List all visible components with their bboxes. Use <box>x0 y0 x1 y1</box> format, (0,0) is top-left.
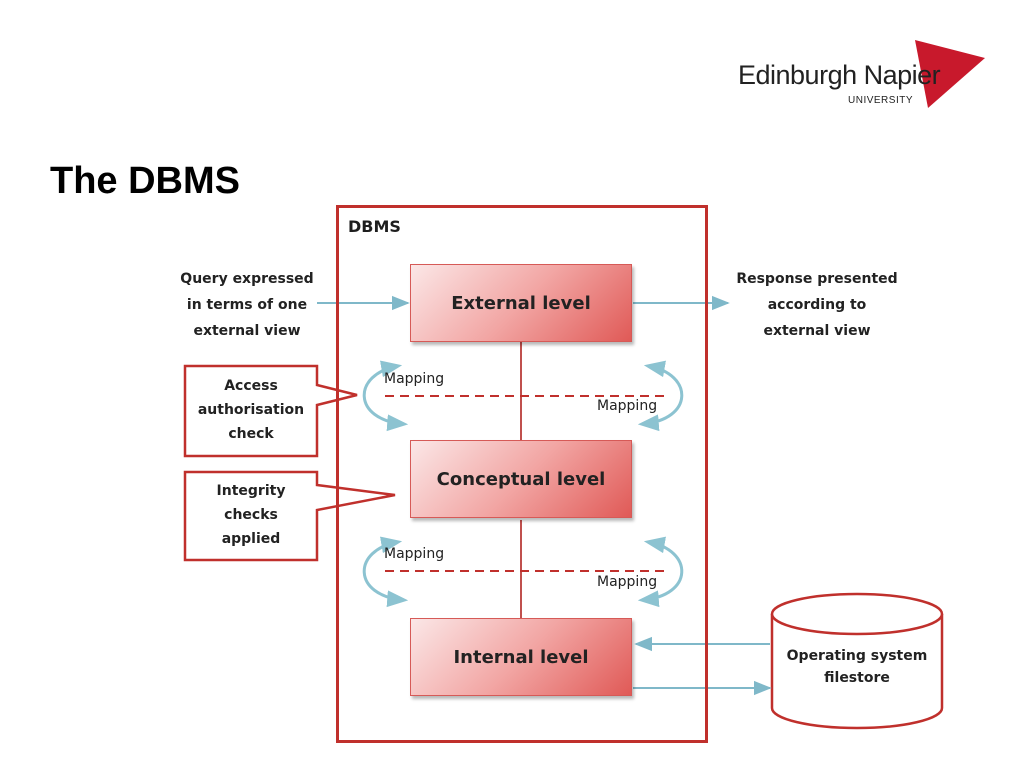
query-line-3: external view <box>193 323 301 339</box>
integrity-callout-shape <box>183 470 396 562</box>
dbms-frame <box>336 205 708 743</box>
response-line-3: external view <box>763 323 871 339</box>
integrity-line-3: applied <box>221 531 281 547</box>
response-line-2: according to <box>767 297 867 313</box>
logo-wordmark: Edinburgh Napier <box>738 60 941 90</box>
response-text: Response presented according to external… <box>728 266 906 344</box>
mapping-label-upper-right: Mapping <box>597 398 658 414</box>
mapping-label-upper-left: Mapping <box>384 371 445 387</box>
filestore-cylinder-icon <box>770 592 944 730</box>
mapping-label-lower-left: Mapping <box>384 546 445 562</box>
filestore-line-1: Operating system <box>786 648 928 664</box>
filestore-line-2: filestore <box>824 670 890 686</box>
access-line-1: Access <box>224 378 278 394</box>
integrity-line-1: Integrity <box>216 483 286 499</box>
internal-level-box: Internal level <box>410 618 632 696</box>
filestore-text: Operating system filestore <box>772 645 942 689</box>
access-line-2: authorisation <box>197 402 305 418</box>
external-level-box: External level <box>410 264 632 342</box>
access-line-3: check <box>228 426 274 442</box>
mapping-label-lower-right: Mapping <box>597 574 658 590</box>
slide-title: The DBMS <box>50 160 240 202</box>
upper-right-mapping-curve-icon <box>637 360 684 432</box>
lower-left-mapping-curve-icon <box>362 536 409 608</box>
lower-right-mapping-curve-icon <box>637 536 684 608</box>
integrity-callout-text: Integrity checks applied <box>186 479 316 551</box>
integrity-line-2: checks <box>224 507 278 523</box>
access-callout-text: Access authorisation check <box>186 374 316 446</box>
logo-triangle-icon <box>915 40 985 108</box>
conceptual-level-box: Conceptual level <box>410 440 632 518</box>
query-text: Query expressed in terms of one external… <box>162 266 332 344</box>
query-line-1: Query expressed <box>180 271 314 287</box>
query-line-2: in terms of one <box>186 297 308 313</box>
logo-subtitle: UNIVERSITY <box>848 95 914 106</box>
upper-left-mapping-curve-icon <box>362 360 409 432</box>
response-line-1: Response presented <box>736 271 898 287</box>
dbms-frame-label: DBMS <box>348 217 401 236</box>
